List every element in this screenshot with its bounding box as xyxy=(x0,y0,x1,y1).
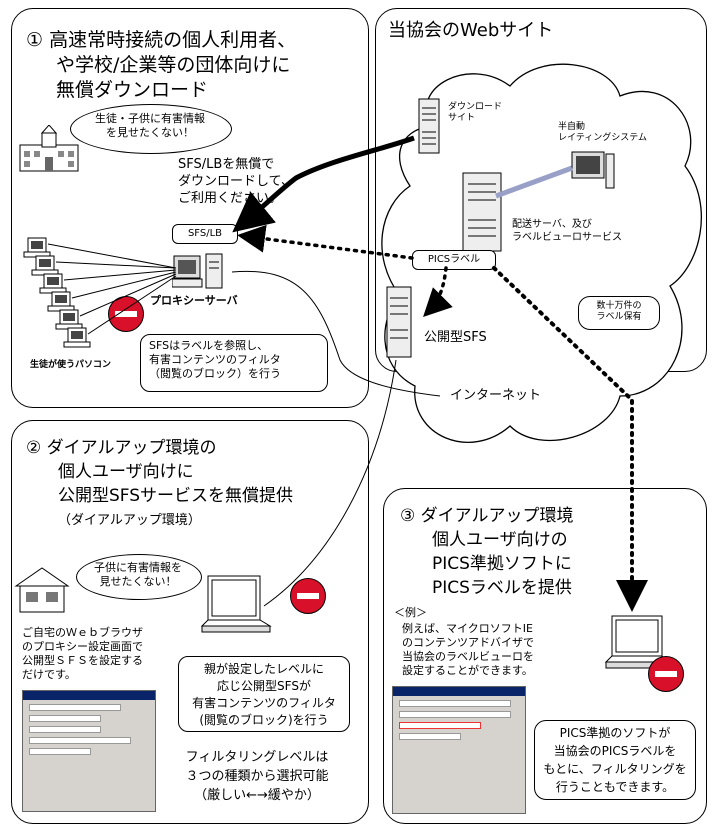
filter-levels-line-2: ３つの種類から選択可能 xyxy=(185,769,329,784)
example-label: ＜例＞ xyxy=(394,606,427,619)
rating-system-line-1: 半自動 xyxy=(558,122,586,132)
browser-text-line-4: だけです。 xyxy=(22,668,76,681)
pics-note-line-4: 行うこともできます。 xyxy=(555,780,675,794)
laptop-sfs-curve xyxy=(263,359,397,607)
internet-label: インターネット xyxy=(450,388,542,403)
laptop-icon-panel2 xyxy=(200,575,272,633)
download-text: SFS/LBを無償で ダウンロードして、 ご利用ください。 xyxy=(178,156,294,207)
pics-to-panel3-dotted xyxy=(492,266,648,612)
example-text-line-1: 例えば、マイクロソフトIE xyxy=(402,622,533,635)
student-pcs-icon xyxy=(23,237,91,348)
filter-levels-line-1: フィルタリングレベルは xyxy=(185,750,329,765)
browser-text-line-1: ご自宅のＷｅｂブラウザ xyxy=(22,626,143,639)
public-sfs-server-icon xyxy=(386,286,412,358)
website-title: 当協会のWebサイト xyxy=(388,20,554,41)
panel2-speech-line-2: 見せたくない！ xyxy=(99,575,177,588)
panel3-number: ③ xyxy=(400,506,416,526)
rating-pc-icon xyxy=(571,151,615,189)
filter-levels: フィルタリングレベルは ３つの種類から選択可能 （厳しい←→緩やか） xyxy=(168,748,346,805)
panel3-title-line-1: ダイアルアップ環境 xyxy=(420,506,574,526)
browser-text-line-2: のプロキシー設定画面で xyxy=(22,640,143,653)
pics-note-line-2: 当協会のPICSラベルを xyxy=(553,744,677,758)
pics-label-box: PICSラベル xyxy=(412,250,496,270)
block-icon-panel1 xyxy=(108,296,144,332)
panel2-speech-line-1: 子供に有害情報を xyxy=(94,561,182,574)
panel1-speech-text: 生徒・子供に有害情報 を見せたくない！ xyxy=(88,112,212,140)
school-icon xyxy=(19,125,79,172)
browser-text: ご自宅のＷｅｂブラウザ のプロキシー設定画面で 公開型ＳＦＳを設定する だけです… xyxy=(22,626,143,682)
pics-label-text: PICSラベル xyxy=(427,254,481,265)
parent-note-line-3: 有害コンテンツのフィルタ xyxy=(192,696,336,710)
pics-note: PICS準拠のソフトが 当協会のPICSラベルを もとに、フィルタリングを 行う… xyxy=(534,720,696,800)
delivery-server-line-1: 配送サーバ、及び xyxy=(512,219,592,230)
proxy-settings-screenshot xyxy=(22,690,156,812)
rating-system-label: 半自動 レイティングシステム xyxy=(558,122,647,144)
download-site-line-2: サイト xyxy=(448,113,476,123)
download-server-icon xyxy=(418,98,440,154)
students-label: 生徒が使うパソコン xyxy=(30,360,112,370)
panel2-title-line-2: 個人ユーザ向けに xyxy=(58,462,194,482)
label-count-line-2: ラベル保有 xyxy=(596,312,642,322)
proxy-internet-curve xyxy=(231,270,441,397)
panel1-note-line-1: SFSはラベルを参照し、 xyxy=(149,339,269,352)
panel1-speech-bubble xyxy=(70,104,232,154)
browser-text-line-3: 公開型ＳＦＳを設定する xyxy=(22,654,143,667)
public-sfs-label: 公開型SFS xyxy=(424,330,487,345)
panel1-note-line-2: 有害コンテンツのフィルタ xyxy=(149,353,281,366)
parent-note-line-4: (閲覧のブロック)を行う xyxy=(199,713,329,727)
panel2-title-line-1: ダイアルアップ環境の xyxy=(46,438,217,458)
panel2-title: ② ダイアルアップ環境の 個人ユーザ向けに 公開型SFSサービスを無償提供 xyxy=(26,436,293,508)
panel2-number: ② xyxy=(26,438,42,458)
panel1-title-line-1: 高速常時接続の個人利用者、 xyxy=(49,29,297,51)
example-text: 例えば、マイクロソフトIE のコンテンツアドバイザで 当協会のラベルビューロを … xyxy=(402,622,534,678)
delivery-server-icon xyxy=(462,172,502,252)
content-advisor-screenshot xyxy=(392,686,526,814)
delivery-server-line-2: ラベルビューロサービス xyxy=(512,232,622,243)
panel2-subtitle: （ダイアルアップ環境） xyxy=(58,513,201,528)
panel1-title-line-3: 無償ダウンロード xyxy=(56,79,209,101)
pics-note-line-1: PICS準拠のソフトが xyxy=(559,726,671,740)
download-site-label: ダウンロード サイト xyxy=(448,102,502,124)
rating-system-line-2: レイティングシステム xyxy=(558,133,648,143)
label-count-line-1: 数十万件の xyxy=(596,301,642,311)
filter-levels-line-3: （厳しい←→緩やか） xyxy=(194,788,320,803)
panel1-title: ① 高速常時接続の個人利用者、 や学校/企業等の団体向けに 無償ダウンロード xyxy=(26,28,296,103)
delivery-server-label: 配送サーバ、及び ラベルビューロサービス xyxy=(512,218,622,244)
example-text-line-4: 設定することができます。 xyxy=(402,664,533,677)
example-text-line-3: 当協会のラベルビューロを xyxy=(402,650,534,663)
label-count-bubble: 数十万件の ラベル保有 xyxy=(578,296,660,330)
download-text-line-1: SFS/LBを無償で xyxy=(178,157,275,172)
house-icon xyxy=(14,567,70,613)
proxy-label: プロキシーサーバ xyxy=(150,294,238,307)
block-icon-panel2 xyxy=(290,578,326,614)
panel1-speech-line-2: を見せたくない！ xyxy=(106,126,194,139)
block-icon-panel3 xyxy=(648,656,684,692)
pics-to-sfs-lb-dotted xyxy=(237,224,414,260)
panel1-number: ① xyxy=(26,29,44,51)
panel3-title-line-4: PICSラベルを提供 xyxy=(432,578,572,598)
panel2-speech-text: 子供に有害情報を 見せたくない！ xyxy=(90,561,186,589)
panel1-speech-line-1: 生徒・子供に有害情報 xyxy=(95,112,205,125)
panel3-title-line-3: PICS準拠ソフトに xyxy=(432,554,572,574)
panel2-speech-bubble xyxy=(76,554,202,600)
parent-note-line-2: 応じ公開型SFSが xyxy=(217,679,311,693)
rating-link xyxy=(495,165,573,199)
download-arrow xyxy=(232,135,415,233)
panel1-title-line-2: や学校/企業等の団体向けに xyxy=(56,54,291,76)
proxy-server-icon xyxy=(172,253,223,289)
pics-to-public-sfs-dotted xyxy=(423,266,453,317)
download-site-line-1: ダウンロード xyxy=(448,102,503,112)
pics-note-line-3: もとに、フィルタリングを xyxy=(543,762,687,776)
panel1-note: SFSはラベルを参照し、 有害コンテンツのフィルタ （閲覧のブロック）を行う xyxy=(140,334,328,392)
download-text-line-2: ダウンロードして、 xyxy=(178,174,294,189)
panel1-note-line-3: （閲覧のブロック）を行う xyxy=(149,367,281,380)
panel3-title: ③ ダイアルアップ環境 個人ユーザ向けの PICS準拠ソフトに PICSラベルを… xyxy=(400,504,574,600)
parent-note: 親が設定したレベルに 応じ公開型SFSが 有害コンテンツのフィルタ (閲覧のブロ… xyxy=(178,656,350,732)
example-text-line-2: のコンテンツアドバイザで xyxy=(402,636,534,649)
panel2-title-line-3: 公開型SFSサービスを無償提供 xyxy=(58,486,294,506)
panel3-title-line-2: 個人ユーザ向けの xyxy=(432,530,568,550)
sfs-lb-text: SFS/LB xyxy=(187,228,223,239)
parent-note-line-1: 親が設定したレベルに xyxy=(203,662,324,676)
